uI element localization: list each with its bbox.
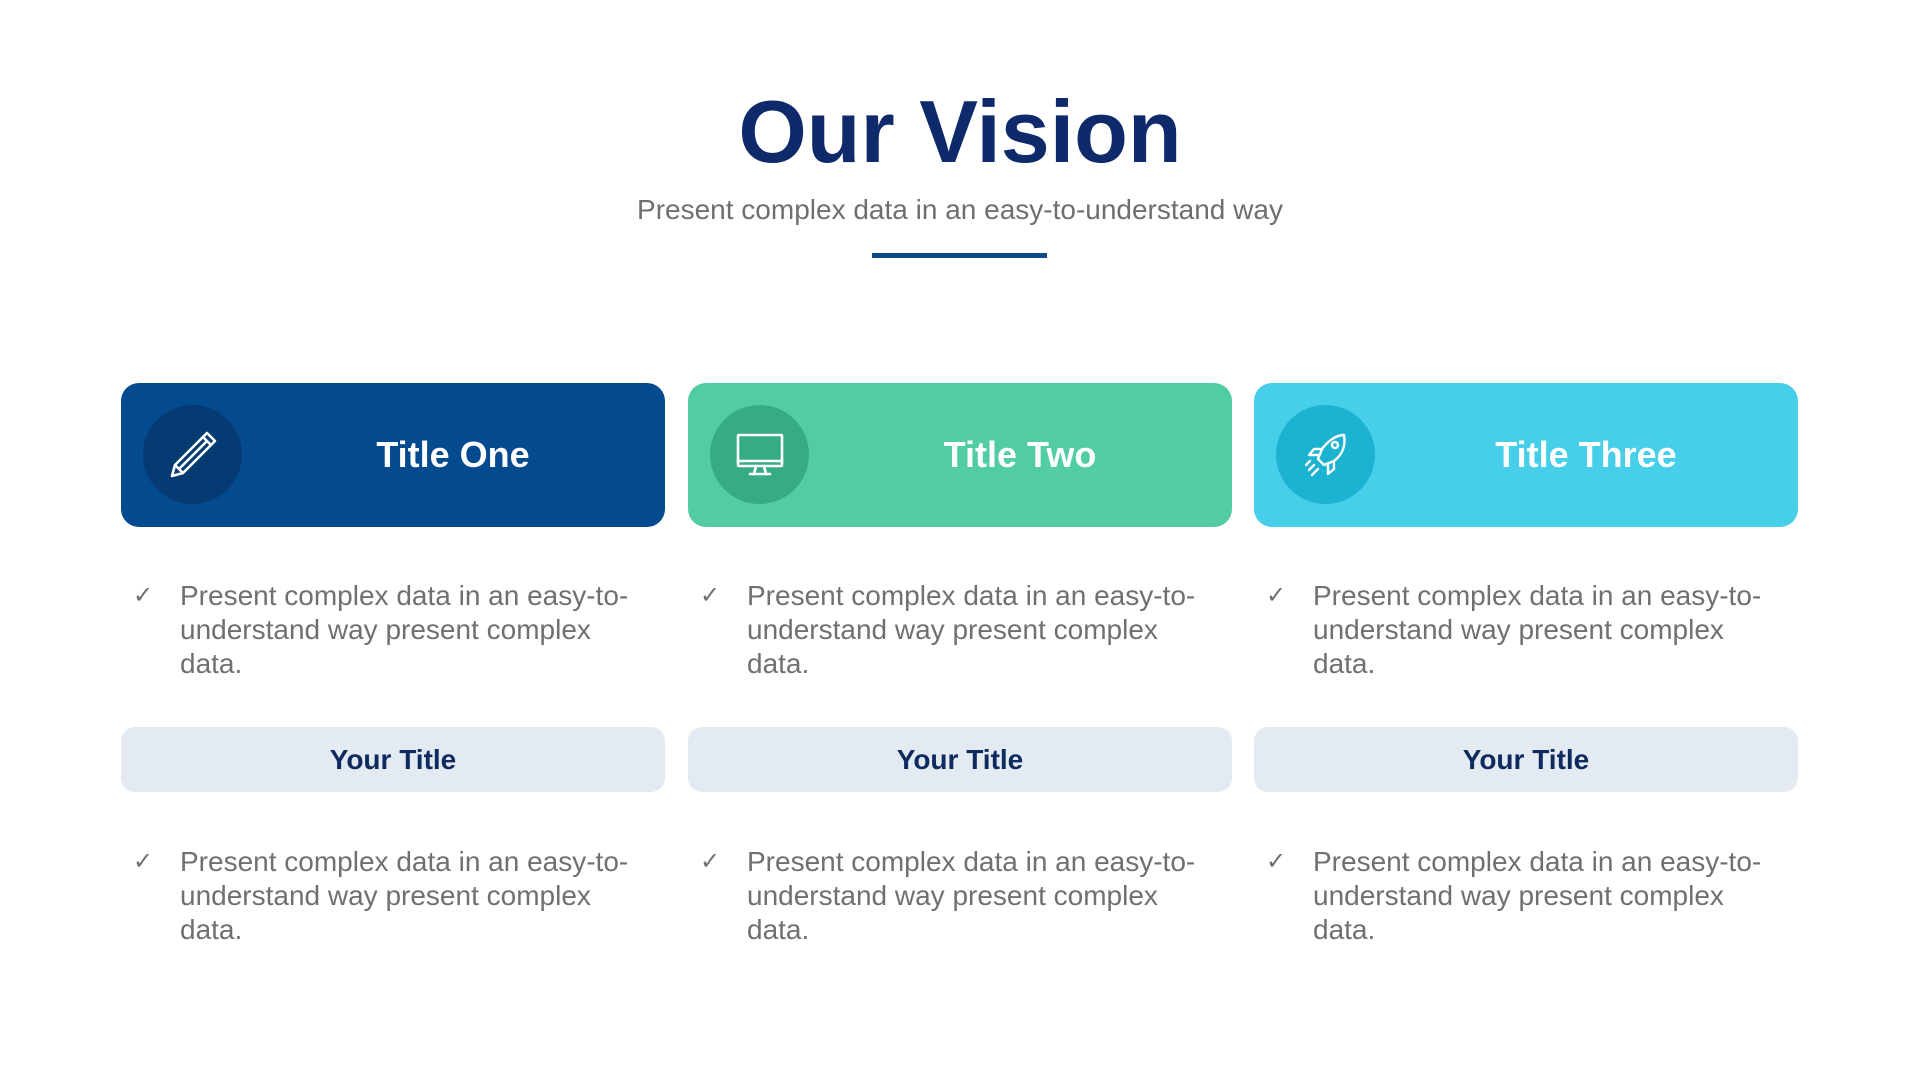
card-header-two: Title Two [688,383,1232,527]
bullet-bottom-two: ✓ Present complex data in an easy-to-und… [688,845,1232,947]
bullet-text: Present complex data in an easy-to-under… [747,846,1196,945]
icon-circle-two [710,405,809,504]
pencil-icon [170,431,216,477]
page-subtitle: Present complex data in an easy-to-under… [637,194,1283,225]
check-icon: ✓ [133,582,154,609]
bullet-bottom-one: ✓ Present complex data in an easy-to-und… [121,845,665,947]
column-two: Title Two ✓ Present complex data in an e… [688,383,1232,945]
page-title: Our Vision [738,82,1182,181]
bullet-top-one: ✓ Present complex data in an easy-to-und… [121,579,665,681]
card-header-one: Title One [121,383,665,527]
icon-circle-three [1276,405,1375,504]
check-icon: ✓ [133,848,154,875]
title-divider [872,253,1047,258]
bullet-top-two: ✓ Present complex data in an easy-to-und… [688,579,1232,681]
check-icon: ✓ [700,582,721,609]
bullet-text: Present complex data in an easy-to-under… [180,846,629,945]
your-title-bar-three: Your Title [1254,727,1798,792]
card-title-two: Title Two [943,434,1097,475]
bullet-text: Present complex data in an easy-to-under… [180,580,629,679]
your-title-bar-one: Your Title [121,727,665,792]
card-header-three: Title Three [1254,383,1798,527]
column-three: Title Three ✓ Present complex data in an… [1254,383,1798,945]
check-icon: ✓ [1266,582,1287,609]
bullet-text: Present complex data in an easy-to-under… [1313,580,1762,679]
card-title-three: Title Three [1495,434,1677,475]
your-title-bar-two: Your Title [688,727,1232,792]
bullet-top-three: ✓ Present complex data in an easy-to-und… [1254,579,1798,681]
card-title-one: Title One [376,434,530,475]
column-one: Title One ✓ Present complex data in an e… [121,383,665,945]
bullet-text: Present complex data in an easy-to-under… [1313,846,1762,945]
monitor-icon [736,433,783,475]
rocket-icon [1304,433,1346,476]
bullet-text: Present complex data in an easy-to-under… [747,580,1196,679]
check-icon: ✓ [700,848,721,875]
icon-circle-one [143,405,242,504]
bullet-bottom-three: ✓ Present complex data in an easy-to-und… [1254,845,1798,947]
check-icon: ✓ [1266,848,1287,875]
